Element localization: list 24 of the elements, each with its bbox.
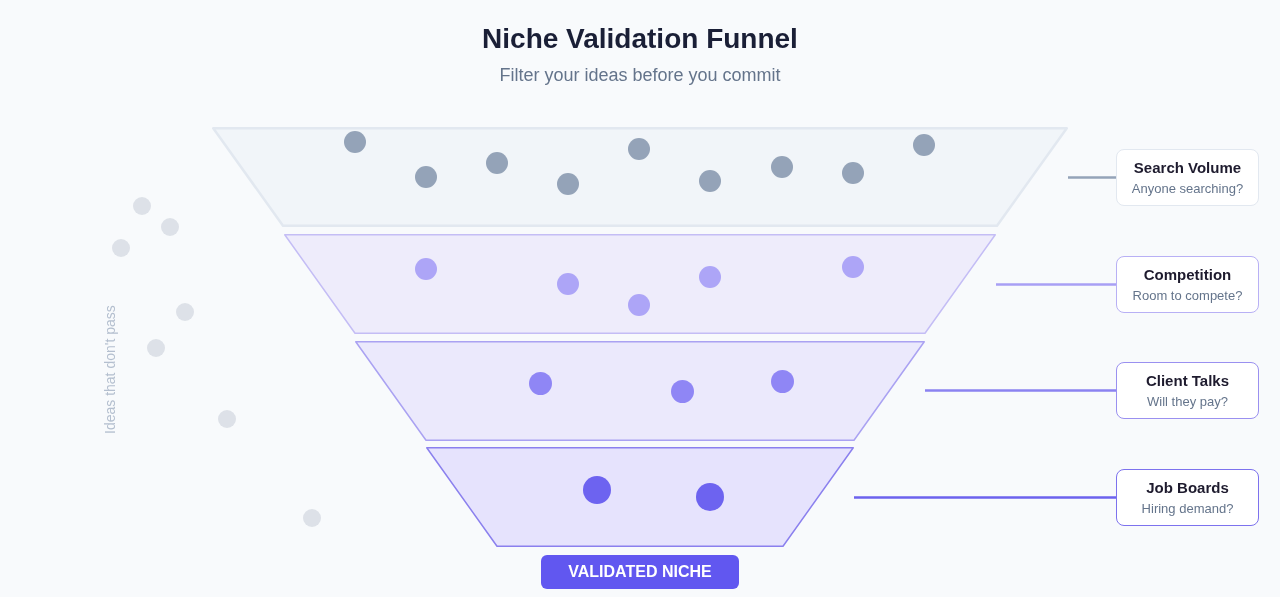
funnel-band [426,447,854,547]
result-label: VALIDATED NICHE [541,555,739,589]
stage-question: Will they pay? [1147,393,1228,410]
leader-line [854,496,1116,499]
stage-title: Competition [1143,265,1232,284]
stage-question: Hiring demand? [1141,500,1234,517]
stage-title: Client Talks [1145,371,1230,390]
stage-title: Search Volume [1133,158,1242,177]
subtitle: Filter your ideas before you commit [498,64,782,87]
stage-card [1116,469,1259,526]
stage-card [1116,256,1259,313]
funnel-band [355,341,925,441]
stage-title: Job Boards [1146,478,1229,497]
stage-card [1116,362,1259,419]
leader-line [1068,176,1116,179]
title: Niche Validation Funnel [481,22,799,56]
stage-question: Anyone searching? [1131,180,1244,197]
side-note: Ideas that don't pass [101,304,119,437]
leader-line [996,283,1116,286]
leader-line [925,389,1116,392]
stage-card [1116,149,1259,206]
stage-question: Room to compete? [1132,287,1243,304]
funnel-band [284,234,996,334]
funnel-band [212,127,1068,227]
